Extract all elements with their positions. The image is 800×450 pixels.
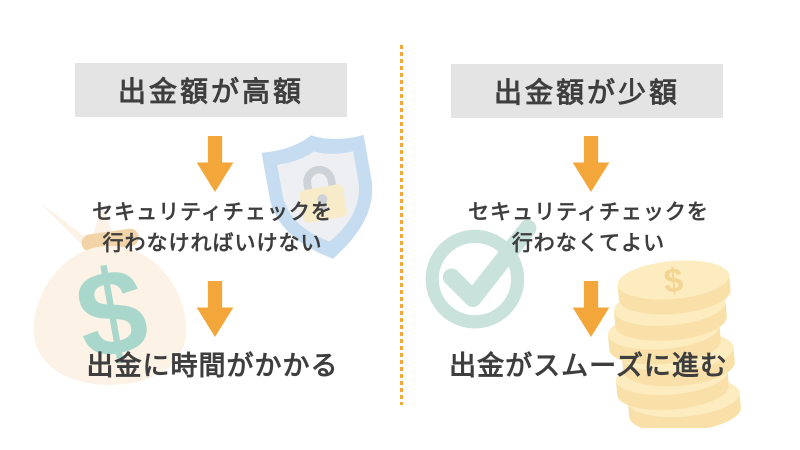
- left-step-line1: セキュリティチェックを: [92, 201, 333, 224]
- left-header: 出金額が高額: [75, 63, 347, 117]
- right-result-text: 出金がスムーズに進む: [411, 344, 766, 383]
- coin-dollar-glyph: $: [662, 261, 684, 301]
- shield-lock-icon: [261, 134, 373, 259]
- left-step-line2: 行わなければいけない: [102, 232, 323, 255]
- right-header: 出金額が少額: [451, 64, 723, 118]
- left-step-text: セキュリティチェックを 行わなければいけない: [35, 197, 390, 259]
- right-step-line2: 行わなくてよい: [511, 232, 666, 255]
- dotted-divider: [400, 45, 403, 405]
- down-arrow-icon: [196, 136, 234, 192]
- right-header-label: 出金額が少額: [493, 77, 680, 108]
- check-circle-icon: [425, 219, 537, 329]
- coin-stack-icon: $: [607, 260, 741, 428]
- right-result-label: 出金がスムーズに進む: [449, 351, 728, 381]
- down-arrow-icon: [572, 136, 610, 192]
- down-arrow-icon: [196, 281, 234, 337]
- right-step-line1: セキュリティチェックを: [468, 201, 709, 224]
- money-bag-icon: $: [33, 202, 187, 386]
- right-step-text: セキュリティチェックを 行わなくてよい: [411, 197, 766, 259]
- left-result-label: 出金に時間がかかる: [86, 351, 339, 381]
- left-result-text: 出金に時間がかかる: [35, 344, 390, 383]
- left-header-label: 出金額が高額: [117, 76, 304, 107]
- down-arrow-icon: [572, 281, 610, 337]
